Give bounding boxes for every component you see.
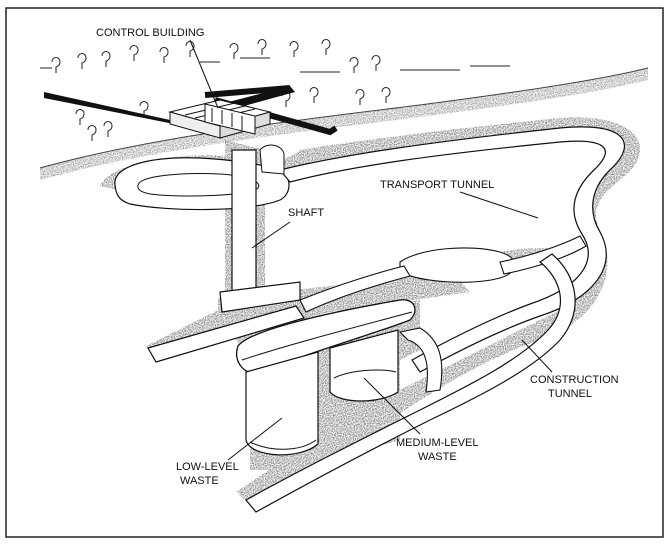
construction-tunnel [245, 253, 576, 513]
leader-medium-level [363, 377, 421, 435]
low-level-cavern [245, 351, 319, 456]
ground-stipple [40, 68, 648, 180]
leader-construction-tunnel [521, 339, 553, 373]
shaft-head [259, 144, 285, 175]
surface-loop-inner [137, 173, 260, 197]
spiral-connector [299, 265, 411, 313]
label-construction-tunnel-2: TUNNEL [548, 388, 592, 400]
transport-tunnel [278, 126, 625, 373]
lower-connector [398, 327, 443, 393]
site-fence [44, 86, 295, 126]
label-medium-level-2: WASTE [418, 451, 457, 463]
leader-transport-tunnel [459, 191, 539, 219]
label-shaft: SHAFT [288, 207, 324, 219]
leader-low-level [227, 417, 283, 461]
left-spur [147, 305, 305, 363]
medium-level-cavern-cap [333, 369, 397, 379]
spiral-arm [499, 235, 587, 275]
shaft [231, 149, 257, 293]
label-low-level-1: LOW-LEVEL [176, 461, 239, 473]
label-control-building: CONTROL BUILDING [96, 27, 204, 39]
medium-level-cavern [329, 329, 399, 402]
shaft-base [219, 281, 301, 313]
label-medium-level-1: MEDIUM-LEVEL [396, 437, 479, 449]
spiral-loop [399, 247, 516, 283]
label-transport-tunnel: TRANSPORT TUNNEL [380, 179, 494, 191]
label-low-level-2: WASTE [180, 475, 219, 487]
trees [40, 39, 510, 141]
leader-control-building [189, 39, 219, 109]
leader-shaft [251, 221, 291, 249]
frame [5, 7, 664, 538]
control-building [168, 99, 272, 139]
low-level-cavern-base [249, 439, 317, 450]
label-construction-tunnel-1: CONSTRUCTION [530, 374, 619, 386]
cavern-roof-edge [241, 311, 413, 361]
